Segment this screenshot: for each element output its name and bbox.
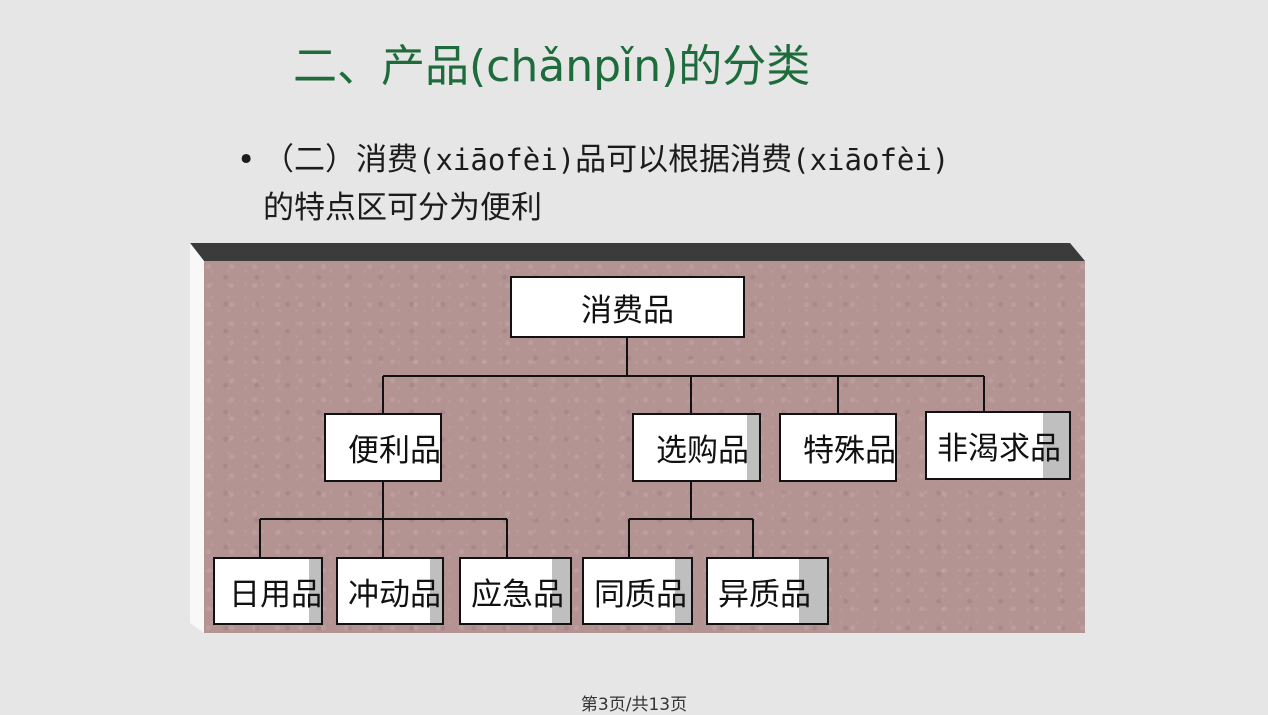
bullet-pinyin-1: (xiāofèi) (418, 143, 576, 177)
node-heterogeneous-goods: 异质品 (706, 557, 829, 625)
node-unsought-goods: 非渴求品 (925, 411, 1071, 480)
node-shade (309, 559, 321, 623)
node-shade (1043, 413, 1069, 478)
node-shopping-goods: 选购品 (632, 413, 761, 482)
node-emergency-goods: 应急品 (459, 557, 572, 625)
node-shade (799, 559, 827, 623)
bullet-dot: • (237, 142, 256, 178)
board-top-bevel (190, 243, 1085, 261)
bullet-paragraph: • （二）消费(xiāofèi)品可以根据消费(xiāofèi)的特点区可分为便… (237, 136, 1057, 232)
page-indicator: 第3页/共13页 (580, 695, 688, 715)
node-specialty-goods: 特殊品 (779, 413, 897, 482)
slide-title: 二、产品(chǎnpǐn)的分类 (293, 41, 811, 92)
node-shade (747, 415, 759, 480)
node-impulse-goods: 冲动品 (336, 557, 444, 625)
bullet-pinyin-2: (xiāofèi) (792, 143, 950, 177)
node-consumer-goods: 消费品 (510, 276, 745, 338)
board-left-bevel (190, 243, 204, 633)
node-convenience-goods: 便利品 (324, 413, 442, 482)
bullet-text: （二）消费(xiāofèi)品可以根据消费(xiāofèi)的特点区可分为便利 (237, 136, 1057, 232)
node-shade (430, 559, 442, 623)
node-shade (552, 559, 570, 623)
node-homogeneous-goods: 同质品 (582, 557, 693, 625)
bullet-text-part3: 的特点区可分为便利 (263, 190, 542, 226)
node-daily-goods: 日用品 (213, 557, 323, 625)
node-shade (675, 559, 691, 623)
bullet-text-part2: 品可以根据消费 (575, 142, 793, 178)
bullet-text-part1: （二）消费 (263, 142, 418, 178)
